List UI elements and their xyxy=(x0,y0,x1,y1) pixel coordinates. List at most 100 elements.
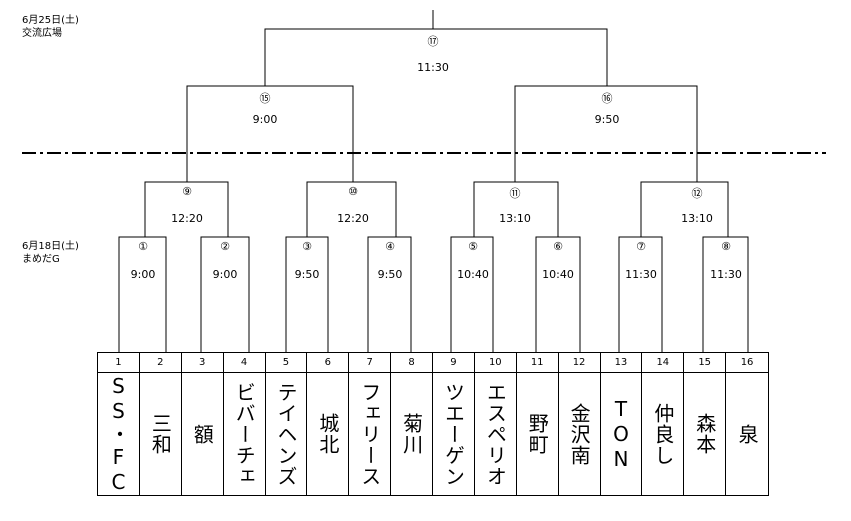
team-cell: SS・FC xyxy=(98,373,140,495)
day1-header: 6月18日(土) まめだG xyxy=(22,240,79,266)
team-number: 16 xyxy=(726,353,768,373)
qf-3-match-number: ⑪ xyxy=(509,187,521,200)
team-name: フェリース xyxy=(357,381,382,487)
team-number: 7 xyxy=(349,353,392,373)
team-table: 1 2 3 4 5 6 7 8 9 10 11 12 13 14 15 16 S… xyxy=(97,352,769,496)
r1-2-match-number: ② xyxy=(220,240,230,253)
r1-5-match-number: ⑤ xyxy=(468,240,478,253)
team-cell: ツエーゲン xyxy=(433,373,475,495)
day2-header: 6月25日(土) 交流広場 xyxy=(22,14,79,40)
team-name: 森本 xyxy=(692,413,717,455)
day2-date: 6月25日(土) xyxy=(22,15,79,26)
team-number: 14 xyxy=(642,353,685,373)
team-number: 2 xyxy=(139,353,182,373)
qf-2-match-time: 12:20 xyxy=(337,212,369,225)
team-number: 15 xyxy=(684,353,727,373)
team-name: 仲良し xyxy=(650,402,675,466)
team-name: 三和 xyxy=(148,413,173,455)
bracket-line-final xyxy=(264,28,608,86)
r1-7-match-number: ⑦ xyxy=(636,240,646,253)
final-match-number: ⑰ xyxy=(427,35,439,48)
bracket-line-r1-5 xyxy=(450,236,494,352)
team-name: 野町 xyxy=(525,413,550,455)
team-number: 4 xyxy=(223,353,266,373)
bracket-line-r1-3 xyxy=(285,236,329,352)
r1-8-match-number: ⑧ xyxy=(721,240,731,253)
qf-1-match-time: 12:20 xyxy=(171,212,203,225)
team-cell: フェリース xyxy=(349,373,392,495)
r1-2-match-time: 9:00 xyxy=(212,268,238,281)
team-number: 12 xyxy=(558,353,601,373)
bracket-line-qf-4 xyxy=(640,181,729,237)
team-number: 9 xyxy=(433,353,475,373)
team-number: 6 xyxy=(307,353,350,373)
bracket-line-semi-2 xyxy=(514,85,698,182)
team-cell: 泉 xyxy=(726,373,768,495)
final-match-time: 11:30 xyxy=(417,61,449,74)
bracket-line-qf-1 xyxy=(144,181,229,237)
day1-venue: まめだG xyxy=(22,254,60,265)
team-number: 5 xyxy=(265,353,308,373)
team-cell: 仲良し xyxy=(642,373,685,495)
team-name: エスペリオ xyxy=(483,381,508,487)
r1-6-match-number: ⑥ xyxy=(553,240,563,253)
day2-venue: 交流広場 xyxy=(22,28,62,39)
qf-3-match-time: 13:10 xyxy=(499,212,531,225)
semi-2-match-time: 9:50 xyxy=(594,113,620,126)
r1-1-match-time: 9:00 xyxy=(130,268,156,281)
team-name: 額 xyxy=(190,423,215,445)
qf-2-match-number: ⑩ xyxy=(348,185,358,198)
bracket-line-qf-2 xyxy=(306,181,397,237)
team-cell: 森本 xyxy=(684,373,727,495)
team-cell: 三和 xyxy=(140,373,182,495)
bracket-line-qf-3 xyxy=(473,181,559,237)
bracket-line-semi-1 xyxy=(186,85,354,182)
team-name: ビバーチェ xyxy=(232,381,257,487)
team-cell: 城北 xyxy=(307,373,350,495)
team-cell: 金沢南 xyxy=(559,373,601,495)
team-cell: TON xyxy=(601,373,643,495)
r1-6-match-time: 10:40 xyxy=(542,268,574,281)
qf-1-match-number: ⑨ xyxy=(182,185,192,198)
team-name: 金沢南 xyxy=(567,402,592,466)
team-cell: エスペリオ xyxy=(475,373,517,495)
r1-4-match-time: 9:50 xyxy=(377,268,403,281)
team-cell: ビバーチェ xyxy=(224,373,266,495)
team-name: 城北 xyxy=(315,413,340,455)
r1-1-match-number: ① xyxy=(138,240,148,253)
r1-3-match-number: ③ xyxy=(302,240,312,253)
team-cell: 菊川 xyxy=(391,373,433,495)
bracket-line-r1-6 xyxy=(535,236,581,352)
team-number: 1 xyxy=(98,353,140,373)
team-name: テイヘンズ xyxy=(273,381,298,487)
r1-5-match-time: 10:40 xyxy=(457,268,489,281)
team-number: 13 xyxy=(600,353,643,373)
team-name: 菊川 xyxy=(399,413,424,455)
bracket-line-r1-4 xyxy=(367,236,412,352)
team-number: 8 xyxy=(391,353,433,373)
team-name: TON xyxy=(608,396,633,472)
day1-date: 6月18日(土) xyxy=(22,241,79,252)
team-name: 泉 xyxy=(735,423,760,445)
team-cell: 野町 xyxy=(517,373,559,495)
team-cell: テイヘンズ xyxy=(266,373,308,495)
team-number: 3 xyxy=(181,353,224,373)
team-name: ツエーゲン xyxy=(441,381,466,487)
qf-4-match-number: ⑫ xyxy=(691,187,703,200)
r1-4-match-number: ④ xyxy=(385,240,395,253)
r1-7-match-time: 11:30 xyxy=(625,268,657,281)
bracket-line-r1-7 xyxy=(618,236,663,352)
r1-3-match-time: 9:50 xyxy=(294,268,320,281)
team-number: 11 xyxy=(516,353,559,373)
bracket-line-r1-1 xyxy=(118,236,167,352)
semi-1-match-number: ⑮ xyxy=(259,92,271,105)
semi-2-match-number: ⑯ xyxy=(601,92,613,105)
team-cell: 額 xyxy=(182,373,224,495)
qf-4-match-time: 13:10 xyxy=(681,212,713,225)
bracket-line-r1-8 xyxy=(702,236,749,352)
semi-1-match-time: 9:00 xyxy=(252,113,278,126)
bracket-line-r1-2 xyxy=(200,236,250,352)
r1-8-match-time: 11:30 xyxy=(710,268,742,281)
team-name: SS・FC xyxy=(106,373,131,495)
